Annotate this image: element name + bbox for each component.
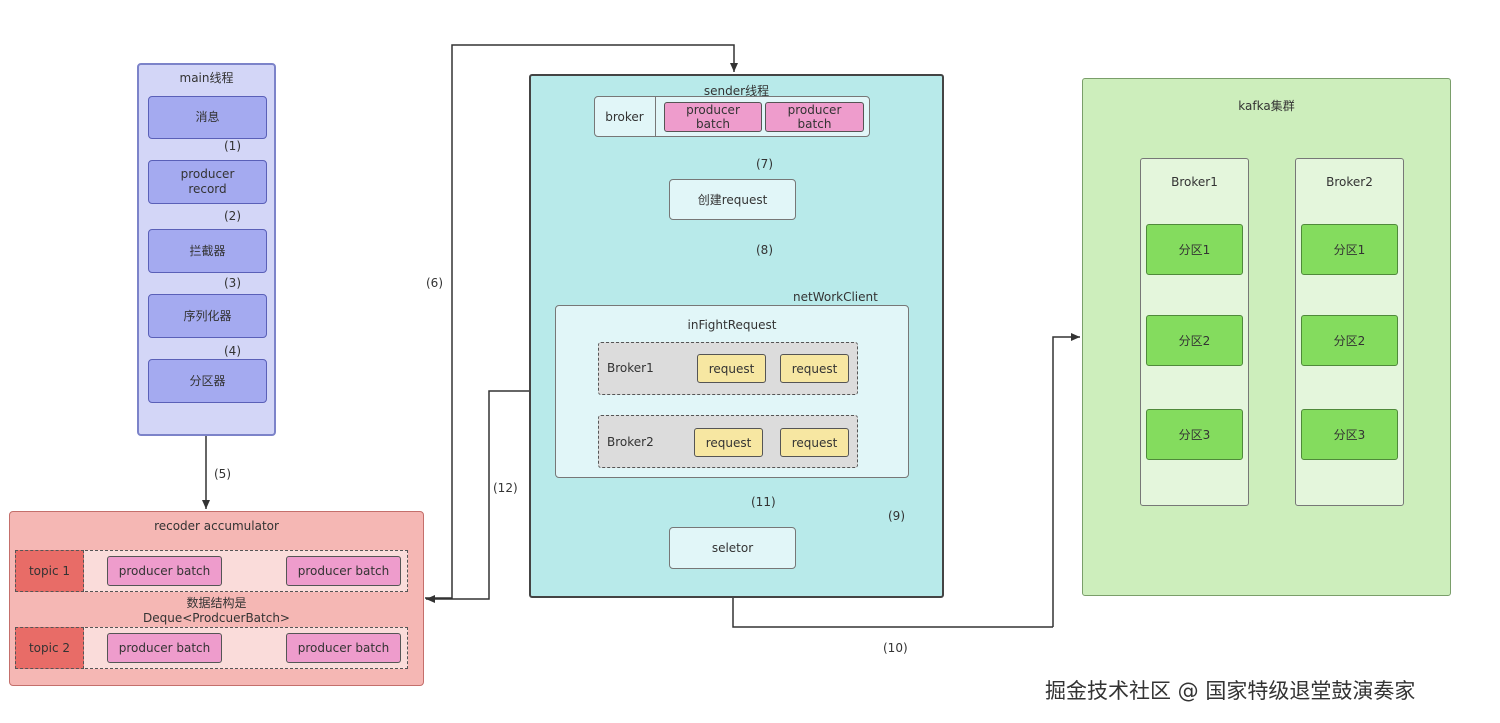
step-label-2: (2) bbox=[224, 209, 241, 223]
inflight-request-title: inFightRequest bbox=[687, 318, 777, 332]
sender-producer-batch: producer batch bbox=[664, 102, 762, 132]
producer-batch: producer batch bbox=[286, 556, 401, 586]
step-label-6: (6) bbox=[426, 276, 443, 290]
step-label-11: (11) bbox=[751, 495, 776, 509]
serializer-step: 序列化器 bbox=[148, 294, 267, 338]
step-label-5: (5) bbox=[214, 467, 231, 481]
sender-thread-title: sender线程 bbox=[703, 84, 770, 98]
step-label-3: (3) bbox=[224, 276, 241, 290]
network-client-title: netWorkClient bbox=[793, 290, 878, 304]
step-label-8: (8) bbox=[756, 243, 773, 257]
main-thread-title: main线程 bbox=[179, 71, 234, 85]
arrow-12 bbox=[426, 390, 555, 603]
request-item: request bbox=[780, 428, 849, 457]
request-item: request bbox=[780, 354, 849, 383]
step-label-1: (1) bbox=[224, 139, 241, 153]
partition-box: 分区3 bbox=[1301, 409, 1398, 460]
producer-record-step: producer record bbox=[148, 160, 267, 204]
kafka-broker1-label: Broker1 bbox=[1171, 175, 1218, 189]
step-label-9: (9) bbox=[888, 509, 905, 523]
partition-box: 分区1 bbox=[1146, 224, 1243, 275]
request-item: request bbox=[697, 354, 766, 383]
arrow-6 bbox=[425, 44, 738, 599]
create-request-box: 创建request bbox=[669, 179, 796, 220]
message-step: 消息 bbox=[148, 96, 267, 139]
producer-batch: producer batch bbox=[107, 633, 222, 663]
broker-label: broker bbox=[594, 96, 656, 137]
step-label-4: (4) bbox=[224, 344, 241, 358]
watermark-text: 掘金技术社区 @ 国家特级退堂鼓演奏家 bbox=[1045, 679, 1416, 703]
step-label-12: (12) bbox=[493, 481, 518, 495]
kafka-broker2-label: Broker2 bbox=[1326, 175, 1373, 189]
partition-box: 分区2 bbox=[1146, 315, 1243, 366]
partition-box: 分区2 bbox=[1301, 315, 1398, 366]
inflight-broker2-label: Broker2 bbox=[607, 435, 654, 449]
partition-box: 分区1 bbox=[1301, 224, 1398, 275]
partitioner-step: 分区器 bbox=[148, 359, 267, 403]
inflight-broker1-label: Broker1 bbox=[607, 361, 654, 375]
topic-1-tag: topic 1 bbox=[15, 550, 84, 592]
arrow-10-to-kafka bbox=[1052, 333, 1080, 627]
interceptor-step: 拦截器 bbox=[148, 229, 267, 273]
partition-box: 分区3 bbox=[1146, 409, 1243, 460]
producer-batch: producer batch bbox=[107, 556, 222, 586]
step-label-7: (7) bbox=[756, 157, 773, 171]
producer-batch: producer batch bbox=[286, 633, 401, 663]
selector-box: seletor bbox=[669, 527, 796, 569]
accumulator-title: recoder accumulator bbox=[154, 519, 279, 533]
step-label-10: (10) bbox=[883, 641, 908, 655]
structure-note: 数据结构是 Deque<ProdcuerBatch> bbox=[142, 596, 290, 625]
sender-producer-batch: producer batch bbox=[765, 102, 864, 132]
topic-2-tag: topic 2 bbox=[15, 627, 84, 669]
kafka-cluster-title: kafka集群 bbox=[1238, 99, 1295, 113]
request-item: request bbox=[694, 428, 763, 457]
